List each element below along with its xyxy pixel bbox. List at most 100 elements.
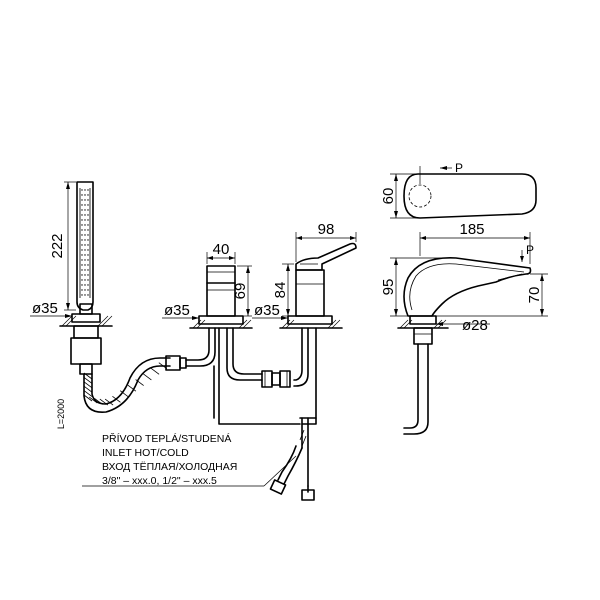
hose-coil-mark [112,396,121,403]
nozzle-dot [81,209,83,211]
nozzle-dot [84,284,86,286]
mixer [279,242,357,487]
nozzle-dot [87,274,89,276]
nozzle-dot [84,289,86,291]
nozzle-dot [84,259,86,261]
nozzle-dot [84,249,86,251]
nozzle-dot [84,204,86,206]
hose-coil-mark [119,390,129,398]
nozzle-dot [87,214,89,216]
nozzle-dot [87,239,89,241]
hand-shower [59,181,113,375]
hose-coil-mark [83,377,93,384]
section-mark-top: P [455,161,463,175]
nozzle-dot [81,254,83,256]
hose-length-label: L=2000 [56,399,66,429]
nozzle-dot [81,279,83,281]
nozzle-dot [87,204,89,206]
spout-outlet-label: 70 [526,287,543,304]
spout-dia-label: ø28 [462,317,488,334]
diverter-dia-label: ø35 [164,302,190,319]
diverter [185,265,301,425]
nozzle-dot [84,199,86,201]
hose-coil-mark [83,385,93,393]
nozzle-dot [81,199,83,201]
nozzle-dot [87,234,89,236]
spout-plan-width-dimension [390,173,416,219]
nozzle-dot [87,199,89,201]
nozzle-dot [81,244,83,246]
note-line-1: PŘÍVOD TEPLÁ/STUDENÁ [102,432,231,445]
hose-coil-mark [83,394,93,402]
nozzle-dot [84,229,86,231]
spout-length-dimension [419,232,531,264]
nozzle-dot [87,219,89,221]
spout-height-label: 95 [380,279,397,296]
hose-coil-mark [83,381,93,389]
nozzle-dot [87,259,89,261]
spout-plan-view [403,166,537,219]
nozzle-dot [84,244,86,246]
mixer-dia-dimension [252,316,288,320]
nozzle-dot [81,194,83,196]
nozzle-dot [87,254,89,256]
nozzle-dot [87,269,89,271]
hose-coil-mark [143,373,152,381]
nozzle-dot [81,294,83,296]
spout-outlet-dimension [436,250,548,317]
nozzle-dot [87,289,89,291]
note-line-4: 3/8" – xxx.0, 1/2" – xxx.5 [102,475,217,487]
shower-dia-dimension [30,314,72,318]
mixer-width-label: 98 [318,221,335,238]
nozzle-dot [84,269,86,271]
nozzle-dot [81,239,83,241]
nozzle-dot [81,229,83,231]
mixer-width-dimension [295,232,357,262]
note-line-3: ВХОД ТЁПЛАЯ/ХОЛОДНАЯ [102,461,237,473]
nozzle-dot [81,219,83,221]
diverter-height-dimension [237,265,252,317]
nozzle-dot [81,189,83,191]
mixer-height-label: 84 [272,282,289,299]
shower-height-label: 222 [49,233,66,258]
hose-coil-mark [99,398,109,406]
nozzle-dot [81,249,83,251]
nozzle-dot [87,189,89,191]
spout-height-dimension [390,257,450,317]
nozzle-dot [81,284,83,286]
shower-nozzles [81,189,89,296]
nozzle-dot [81,259,83,261]
inlet-note: PŘÍVOD TEPLÁ/STUDENÁ INLET HOT/COLD ВХОД… [82,432,297,487]
nozzle-dot [84,264,86,266]
connector-nuts [261,370,291,388]
mixer-height-dimension [282,263,294,317]
diverter-width-dimension [206,252,236,264]
hose-coil-mark [127,384,137,392]
nozzle-dot [87,244,89,246]
hose-coil-mark [89,396,98,404]
hose-coil-mark [94,398,103,405]
shower-height-dimension [64,181,76,311]
nozzle-dot [87,249,89,251]
diverter-height-label: 69 [232,283,249,300]
nozzle-dot [81,214,83,216]
nozzle-dot [84,189,86,191]
nozzle-dot [84,279,86,281]
nozzle-dot [87,209,89,211]
nozzle-dot [87,194,89,196]
spout-length-label: 185 [459,221,484,238]
nozzle-dot [81,224,83,226]
nozzle-dot [84,209,86,211]
spout-dia-dimension [436,322,490,326]
hose-coil-mark [83,372,93,380]
nozzle-dot [87,284,89,286]
nozzle-dot [84,214,86,216]
diverter-width-label: 40 [213,241,230,258]
diverter-dia-dimension [162,316,199,320]
nozzle-dot [87,264,89,266]
mixer-dia-label: ø35 [254,302,280,319]
note-line-2: INLET HOT/COLD [102,447,189,459]
nozzle-dot [84,274,86,276]
nozzle-dot [84,224,86,226]
